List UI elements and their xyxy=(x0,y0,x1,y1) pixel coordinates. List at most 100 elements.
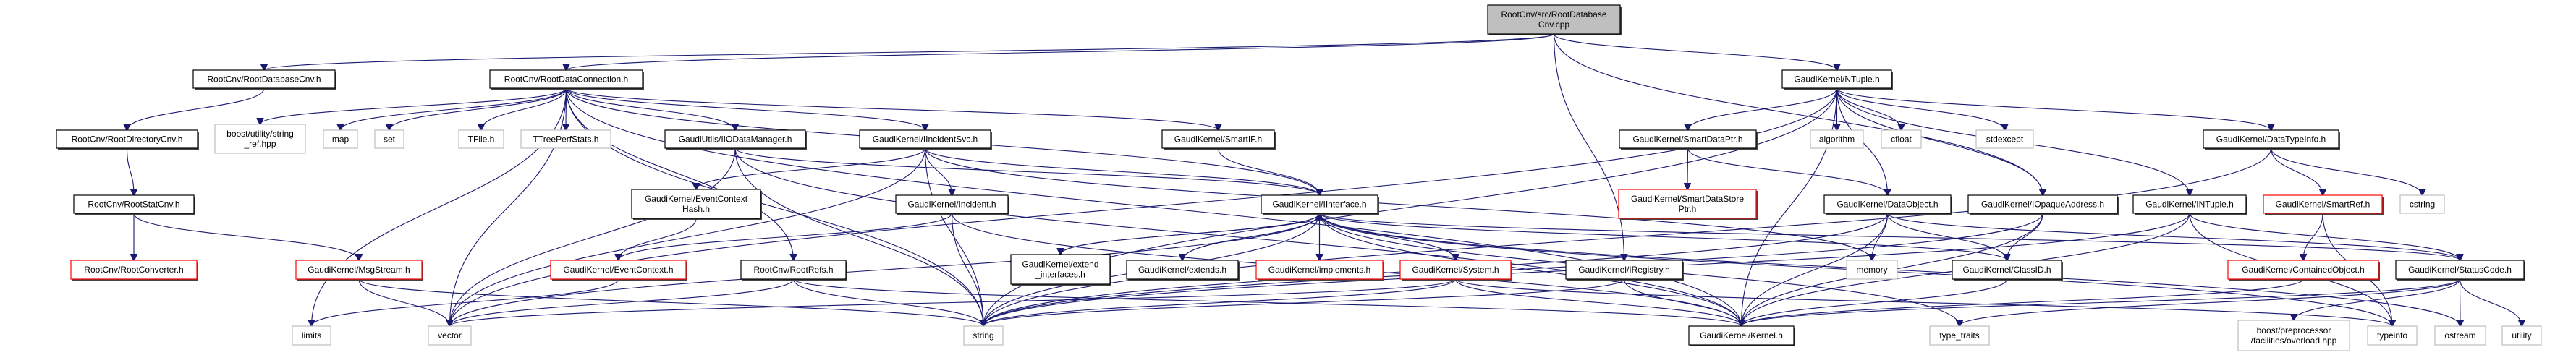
node-box xyxy=(489,69,643,89)
edge-rdc-to-stringref xyxy=(260,87,567,124)
node-label: GaudiKernel/MsgStream.h xyxy=(308,265,410,275)
node-box xyxy=(1619,129,1757,149)
node-stdexcept: stdexcept xyxy=(1975,129,2034,149)
node-label: cfloat xyxy=(1891,134,1912,145)
edge-datatypeinfo-to-cstring xyxy=(2270,147,2423,195)
node-datatypeinfo[interactable]: GaudiKernel/DataTypeInfo.h xyxy=(2203,129,2340,150)
node-label: stdexcept xyxy=(1986,134,2024,145)
node-rconverter[interactable]: RootCnv/RootConverter.h xyxy=(70,260,198,281)
node-containedobj[interactable]: GaudiKernel/ContainedObject.h xyxy=(2227,260,2380,281)
node-label: GaudiKernel/Incident.h xyxy=(907,200,996,210)
node-iodm[interactable]: GaudiUtils/IIODataManager.h xyxy=(664,129,807,150)
node-msgstream[interactable]: GaudiKernel/MsgStream.h xyxy=(295,260,423,281)
node-system[interactable]: GaudiKernel/System.h xyxy=(1399,260,1512,281)
node-smartif[interactable]: GaudiKernel/SmartIF.h xyxy=(1161,129,1276,150)
node-box xyxy=(214,124,306,154)
edge-iinterface-to-kernel xyxy=(1318,213,1742,326)
node-box xyxy=(664,129,806,149)
edge-rootrefs-to-kernel xyxy=(792,278,1742,326)
node-box xyxy=(2227,260,2379,280)
node-root[interactable]: RootCnv/src/RootDatabaseCnv.cpp xyxy=(1487,4,1622,35)
edge-evctx-to-limits xyxy=(312,278,619,326)
node-kernel[interactable]: GaudiKernel/Kernel.h xyxy=(1688,325,1795,346)
edge-smartdataptr-to-dataobject xyxy=(1687,147,1888,195)
node-label: RootCnv/RootConverter.h xyxy=(84,265,183,275)
node-rdbcnv[interactable]: RootCnv/RootDatabaseCnv.h xyxy=(192,69,336,90)
node-rstatcnv[interactable]: RootCnv/RootStatCnv.h xyxy=(73,194,195,215)
node-intuple[interactable]: GaudiKernel/INTuple.h xyxy=(2132,194,2247,215)
edge-ntuple-to-iopaque xyxy=(1836,87,2043,195)
node-iopaque[interactable]: GaudiKernel/IOpaqueAddress.h xyxy=(1967,194,2119,215)
node-incident[interactable]: GaudiKernel/Incident.h xyxy=(895,194,1009,215)
edge-rstatcnv-to-msgstream xyxy=(133,213,359,260)
node-label: boost/utility/string xyxy=(226,129,294,139)
node-box xyxy=(2399,194,2445,214)
node-label: GaudiKernel/ClassID.h xyxy=(1962,265,2051,275)
node-label: GaudiKernel/implements.h xyxy=(1268,265,1370,275)
node-iinterface[interactable]: GaudiKernel/IInterface.h xyxy=(1261,194,1379,215)
edge-root-to-ntuple xyxy=(1553,33,1837,70)
edge-incident-to-evctx xyxy=(619,213,953,260)
node-extends[interactable]: GaudiKernel/extends.h xyxy=(1126,260,1240,281)
edge-msgstream-to-vector xyxy=(358,278,450,326)
node-label: GaudiKernel/StatusCode.h xyxy=(2408,265,2512,275)
edge-dataobject-to-statuscode xyxy=(1886,213,2460,260)
node-rdc[interactable]: RootCnv/RootDataConnection.h xyxy=(489,69,644,90)
node-ntuple[interactable]: GaudiKernel/NTuple.h xyxy=(1781,69,1893,90)
edge-ntuple-to-smartdataptr xyxy=(1688,87,1838,130)
node-label: GaudiKernel/EventContext.h xyxy=(563,265,673,275)
node-label: GaudiKernel/INTuple.h xyxy=(2145,200,2234,210)
node-box xyxy=(73,194,195,214)
edge-rdc-to-map xyxy=(341,87,567,130)
node-string: string xyxy=(963,325,1004,346)
edge-rdc-to-set xyxy=(389,87,567,130)
edge-iopaque-to-string xyxy=(983,213,2043,326)
node-box xyxy=(1975,129,2034,149)
edge-rdircnv-to-rstatcnv xyxy=(126,147,135,195)
node-classid[interactable]: GaudiKernel/ClassID.h xyxy=(1952,260,2063,281)
nodes-layer: RootCnv/src/RootDatabaseCnv.cppRootCnv/R… xyxy=(56,4,2542,351)
node-label: Ptr.h xyxy=(1679,204,1697,214)
node-extendif[interactable]: GaudiKernel/extend_interfaces.h xyxy=(1010,254,1111,286)
node-rootrefs[interactable]: RootCnv/RootRefs.h xyxy=(740,260,847,281)
node-rdircnv[interactable]: RootCnv/RootDirectoryCnv.h xyxy=(56,129,199,150)
node-label: RootCnv/src/RootDatabase xyxy=(1501,9,1606,20)
node-iincsvc[interactable]: GaudiKernel/IIncidentSvc.h xyxy=(859,129,992,150)
edge-smartdataptr-to-smartdatastoreptr xyxy=(1687,147,1688,189)
node-label: GaudiKernel/extend xyxy=(1022,260,1098,270)
node-box xyxy=(2132,194,2247,214)
edge-extends-to-iinterface xyxy=(1182,213,1320,261)
node-box xyxy=(895,194,1009,214)
edge-dataobject-to-kernel xyxy=(1742,213,1889,326)
edge-iincsvc-to-iinterface xyxy=(924,147,1320,195)
node-statuscode[interactable]: GaudiKernel/StatusCode.h xyxy=(2395,260,2525,281)
node-limits: limits xyxy=(292,325,331,346)
node-box xyxy=(1487,4,1621,35)
node-evctx[interactable]: GaudiKernel/EventContext.h xyxy=(550,260,687,281)
node-dataobject[interactable]: GaudiKernel/DataObject.h xyxy=(1823,194,1952,215)
node-iregistry[interactable]: GaudiKernel/IRegistry.h xyxy=(1565,260,1684,281)
edge-rdbcnv-to-rdircnv xyxy=(127,87,265,130)
node-label: GaudiKernel/IOpaqueAddress.h xyxy=(1981,200,2104,210)
edge-extendif-to-iinterface xyxy=(1059,213,1320,255)
node-box xyxy=(1618,189,1757,219)
node-box xyxy=(374,129,404,149)
node-smartdataptr[interactable]: GaudiKernel/SmartDataPtr.h xyxy=(1619,129,1758,150)
node-box xyxy=(295,260,423,280)
node-box xyxy=(550,260,687,280)
edge-iinterface-to-vector xyxy=(450,213,1321,326)
node-label: Cnv.cpp xyxy=(1538,20,1569,30)
node-box xyxy=(1881,129,1922,149)
node-label: boost/preprocessor xyxy=(2257,325,2331,335)
node-smartref[interactable]: GaudiKernel/SmartRef.h xyxy=(2263,194,2384,215)
edge-ntuple-to-cfloat xyxy=(1836,87,1902,130)
edge-statuscode-to-utility xyxy=(2459,278,2522,326)
edge-statuscode-to-kernel xyxy=(1742,278,2461,326)
node-label: RootCnv/RootDatabaseCnv.h xyxy=(207,74,321,85)
node-implements[interactable]: GaudiKernel/implements.h xyxy=(1255,260,1384,281)
edge-root-to-rdc xyxy=(567,33,1555,70)
node-label: GaudiKernel/DataObject.h xyxy=(1836,200,1938,210)
